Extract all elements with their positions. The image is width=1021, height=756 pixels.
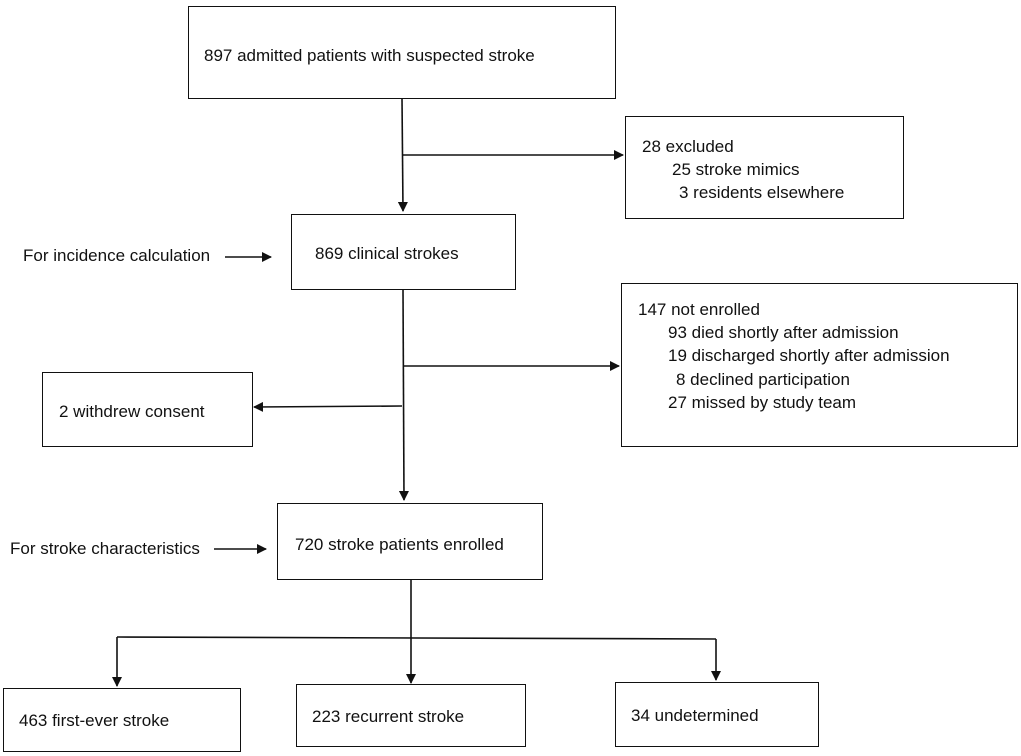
not-enrolled-box: 147 not enrolled 93 died shortly after a… <box>621 283 1018 447</box>
excluded-box: 28 excluded 25 stroke mimics 3 residents… <box>625 116 904 219</box>
connector-split-horizontal <box>116 636 717 640</box>
excluded-title: 28 excluded <box>642 137 734 156</box>
excluded-item: 3 residents elsewhere <box>679 183 845 202</box>
arrow-clinical-to-enrolled <box>398 288 409 501</box>
not-enrolled-title: 147 not enrolled <box>638 300 760 319</box>
recurrent-box: 223 recurrent stroke <box>296 684 526 747</box>
recurrent-text: 223 recurrent stroke <box>312 707 465 726</box>
first-ever-box: 463 first-ever stroke <box>3 688 241 752</box>
withdrew-text: 2 withdrew consent <box>59 402 205 421</box>
not-enrolled-item: 93 died shortly after admission <box>668 323 899 342</box>
withdrew-box: 2 withdrew consent <box>42 372 253 447</box>
not-enrolled-item: 19 discharged shortly after admission <box>668 346 950 365</box>
not-enrolled-item: 8 declined participation <box>676 370 850 389</box>
undetermined-box: 34 undetermined <box>615 682 819 747</box>
admitted-text: 897 admitted patients with suspected str… <box>204 46 535 65</box>
enrolled-text: 720 stroke patients enrolled <box>295 535 504 554</box>
admitted-box: 897 admitted patients with suspected str… <box>188 6 616 99</box>
not-enrolled-item: 27 missed by study team <box>668 393 857 412</box>
incidence-label: For incidence calculation <box>23 246 211 265</box>
enrolled-box: 720 stroke patients enrolled <box>277 503 543 580</box>
clinical-strokes-text: 869 clinical strokes <box>315 244 459 263</box>
clinical-strokes-box: 869 clinical strokes <box>291 214 516 290</box>
first-ever-text: 463 first-ever stroke <box>19 711 170 730</box>
arrow-to-withdrew <box>253 401 403 412</box>
excluded-item: 25 stroke mimics <box>672 160 800 179</box>
characteristics-label: For stroke characteristics <box>10 539 200 558</box>
undetermined-text: 34 undetermined <box>631 706 759 725</box>
